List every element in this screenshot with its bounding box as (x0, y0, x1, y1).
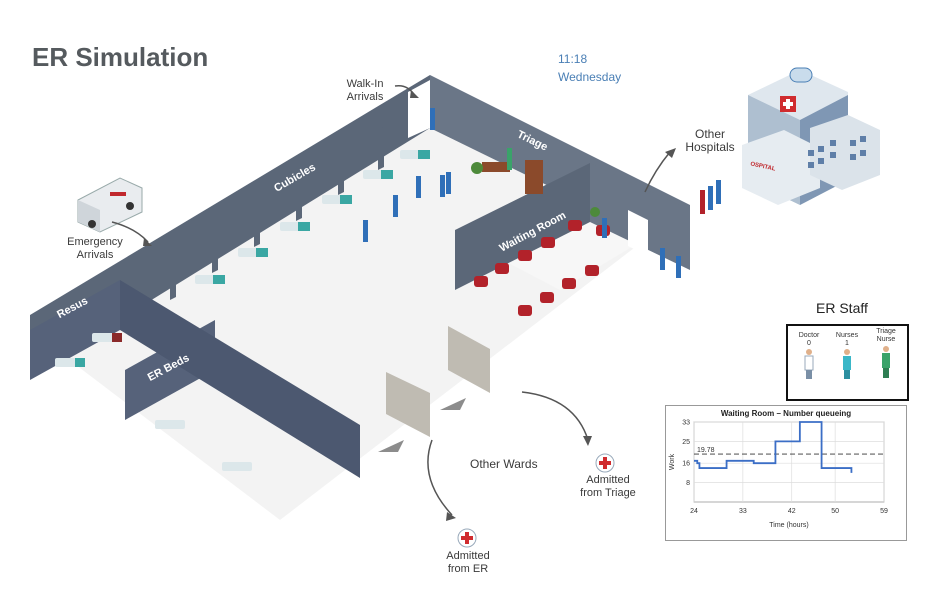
y-tick-label: 8 (686, 480, 690, 487)
y-tick-label: 25 (682, 439, 690, 446)
x-axis-label: Time (hours) (769, 522, 808, 529)
arrow-marker-2 (440, 398, 466, 410)
plot-area (693, 421, 885, 503)
y-tick-label: 33 (682, 420, 690, 427)
clock-time: 11:18 (558, 52, 588, 66)
admitted-triage-icon (595, 453, 615, 473)
staff-nurses: Nurses 1 (832, 332, 862, 383)
chart-title: Waiting Room – Number queueing (720, 409, 852, 418)
x-tick-label: 42 (788, 508, 796, 515)
ambulance-icon (77, 177, 143, 233)
waiting-room-chart: Waiting Room – Number queueing 24 33 42 50 5… (665, 405, 907, 541)
staff-figures (363, 108, 681, 278)
staff-doctor: Doctor 0 (794, 332, 824, 383)
admitted-er-label: Admitted from ER (446, 550, 490, 575)
waiting-door (628, 210, 648, 256)
mean-label: 19.78 (697, 447, 715, 454)
admitted-er-icon (457, 528, 477, 548)
triage-desk (482, 162, 510, 172)
hospital-building-icon (742, 67, 880, 205)
clock-day: Wednesday (558, 70, 622, 84)
queue-series-line (694, 421, 853, 473)
exit-door-1 (386, 372, 430, 437)
x-tick-label: 24 (690, 508, 698, 515)
triage-nurse-icon (882, 346, 890, 378)
triage-nurse-figure (507, 148, 512, 170)
arrow-heads (143, 90, 676, 521)
transfer-patients (700, 180, 721, 214)
exit-door-2 (448, 326, 490, 393)
other-hospitals-label: Other Hospitals (685, 127, 735, 154)
plant-2 (590, 207, 600, 217)
page-title: ER Simulation (32, 42, 209, 72)
admitted-triage-label: Admitted from Triage (580, 474, 636, 499)
plant (471, 162, 483, 174)
flow-arrows (111, 84, 671, 516)
er-divider-wall (120, 280, 360, 478)
staff-panel: Doctor 0 Nurses 1 Triage Nurse (786, 324, 909, 401)
x-tick-label: 59 (880, 508, 888, 515)
staff-triage-nurse: Triage Nurse (870, 328, 902, 383)
y-tick-label: 16 (682, 461, 690, 468)
staff-panel-title: ER Staff (816, 300, 868, 316)
arrow-marker-1 (378, 440, 404, 452)
other-wards-label: Other Wards (470, 457, 538, 471)
x-tick-label: 33 (739, 508, 747, 515)
emergency-label: Emergency Arrivals (67, 236, 123, 261)
walk-in-label: Walk-In Arrivals (346, 78, 384, 103)
nurse-icon (843, 349, 851, 379)
y-axis-label: Work (669, 453, 676, 470)
beds (55, 150, 430, 471)
x-tick-label: 50 (831, 508, 839, 515)
waiting-chairs (474, 220, 610, 316)
triage-cabinet (525, 160, 543, 194)
cubicle-partitions (170, 127, 384, 300)
waiting-wall-front (455, 163, 590, 290)
doctor-icon (804, 349, 814, 379)
resus-wall (30, 280, 120, 380)
